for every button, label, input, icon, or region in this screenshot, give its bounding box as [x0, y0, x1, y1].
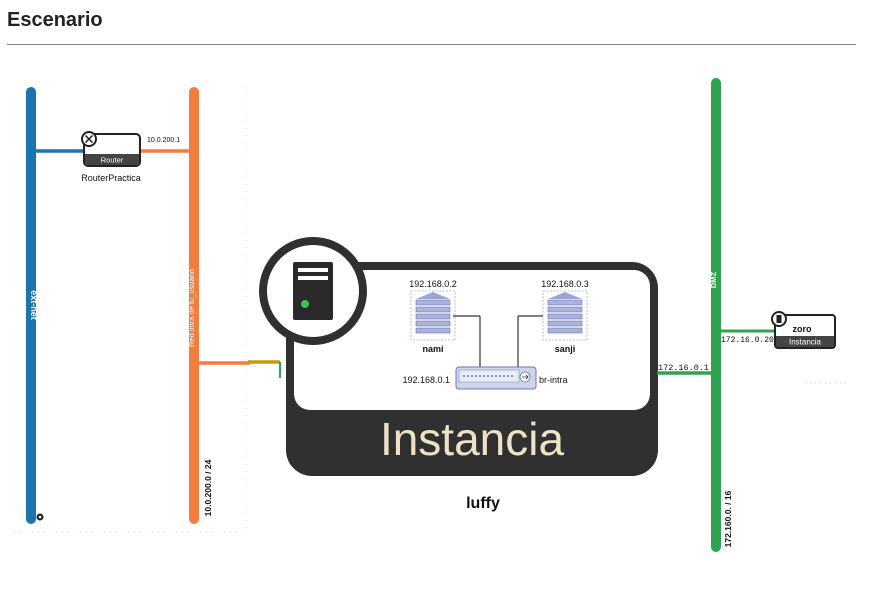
network-ext-net[interactable]: ext-net: [26, 87, 44, 524]
network-dmz[interactable]: DMZ 172.160.0. / 16: [709, 78, 733, 552]
router-node[interactable]: Router RouterPractica 10.0.200.1: [81, 131, 180, 183]
router-ip: 10.0.200.1: [147, 137, 180, 144]
network-intra[interactable]: Red intra de tu_usuario 10.0.200.0 / 24: [187, 87, 213, 524]
instance-luffy-badge: Instancia: [380, 413, 565, 465]
server-sanji-ip: 192.168.0.3: [541, 279, 589, 289]
server-icon: [293, 262, 333, 320]
server-nami[interactable]: 192.168.0.2 nami: [409, 279, 457, 354]
page-title: Escenario: [7, 9, 103, 31]
bridge-name: br-intra: [539, 375, 568, 385]
title-divider: [7, 44, 856, 45]
network-ext-net-label: ext-net: [29, 290, 39, 320]
instance-luffy-name: luffy: [466, 495, 500, 512]
router-type-label: Router: [101, 156, 124, 165]
instance-luffy[interactable]: Instancia 192.168.0.2 nami: [259, 237, 658, 512]
server-rack-icon: [416, 292, 450, 299]
network-intra-label: Red intra de tu_usuario: [187, 269, 196, 347]
instance-zoro-badge: Instancia: [789, 338, 822, 347]
server-rack-icon: [548, 292, 582, 299]
server-sanji[interactable]: 192.168.0.3 sanji: [541, 279, 589, 354]
server-nami-ip: 192.168.0.2: [409, 279, 457, 289]
server-nami-name: nami: [422, 344, 443, 354]
network-dmz-cidr: 172.160.0. / 16: [723, 490, 733, 547]
network-intra-cidr: 10.0.200.0 / 24: [203, 459, 213, 516]
bridge-br-intra[interactable]: 192.168.0.1 br-intra: [402, 366, 568, 390]
inner-topology: 192.168.0.2 nami 192.168.0.3 sanji: [402, 279, 589, 390]
server-sanji-name: sanji: [555, 344, 576, 354]
instance-zoro-ip: 172.16.0.200: [721, 336, 779, 345]
bridge-ip: 192.168.0.1: [402, 375, 450, 385]
instance-luffy-ip: 172.16.0.1: [658, 363, 709, 373]
instance-zoro-name: zoro: [793, 324, 813, 334]
router-name: RouterPractica: [81, 173, 141, 183]
network-dmz-label: DMZ: [709, 271, 718, 288]
instance-zoro[interactable]: Instancia zoro: [771, 311, 848, 384]
